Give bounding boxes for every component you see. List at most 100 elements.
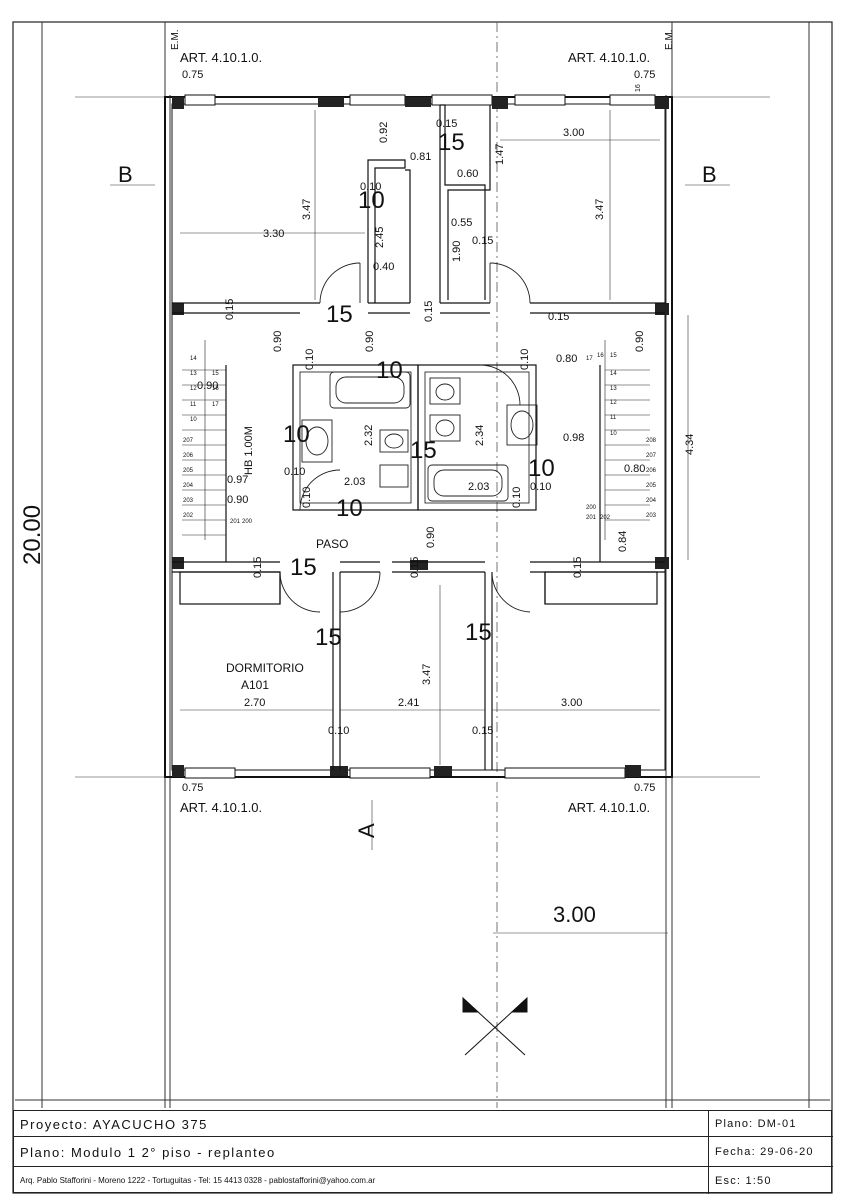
dim-010-b: 0.10 xyxy=(304,349,316,370)
stair-step-number: 12 xyxy=(190,386,197,392)
dim-232: 2.32 xyxy=(363,425,375,446)
dim-010-a: 0.10 xyxy=(360,181,381,193)
dim-010-f: 0.10 xyxy=(301,487,313,508)
dim-075-br: 0.75 xyxy=(634,782,655,794)
title-block: Proyecto: AYACUCHO 375 Plano: Modulo 1 2… xyxy=(13,1110,833,1194)
dim-060: 0.60 xyxy=(457,168,478,180)
dim-055: 0.55 xyxy=(451,217,472,229)
dim-090-d: 0.90 xyxy=(197,380,218,392)
rear-width-dim: 3.00 xyxy=(553,902,596,927)
small-16-label: 16 xyxy=(635,84,642,92)
wall-15-c: 15 xyxy=(410,437,437,464)
stair-step-number: 13 xyxy=(190,371,197,377)
art-label-bottom-left: ART. 4.10.1.0. xyxy=(180,800,262,815)
dim-015-b: 0.15 xyxy=(472,235,493,247)
dim-245: 2.45 xyxy=(374,227,386,248)
dim-241: 2.41 xyxy=(398,697,419,709)
stair-step-number: 17 xyxy=(212,402,219,408)
stair-step-number: 207 xyxy=(183,438,194,444)
dim-040: 0.40 xyxy=(373,261,394,273)
plan-number: Plano: DM-01 xyxy=(709,1111,833,1137)
dim-270: 2.70 xyxy=(244,697,265,709)
art-label-top-left: ART. 4.10.1.0. xyxy=(180,50,262,65)
dim-015-g: 0.15 xyxy=(409,557,421,578)
dim-075-tr: 0.75 xyxy=(634,69,655,81)
stair-step-number: 13 xyxy=(610,386,617,392)
stair-step-number: 207 xyxy=(646,453,657,459)
wall-15-top: 15 xyxy=(438,129,465,156)
stair-step-number: 15 xyxy=(610,353,617,359)
stair-step-number: 10 xyxy=(610,431,617,437)
stair-step-number: 205 xyxy=(183,468,194,474)
wall-10-b: 10 xyxy=(376,357,403,384)
dim-330: 3.30 xyxy=(263,228,284,240)
stair-step-number: 14 xyxy=(190,356,197,362)
dim-090-e: 0.90 xyxy=(227,494,248,506)
dim-010-c: 0.10 xyxy=(519,349,531,370)
dim-203-a: 2.03 xyxy=(344,476,365,488)
dim-090-b: 0.90 xyxy=(364,331,376,352)
dim-015-d: 0.15 xyxy=(423,301,435,322)
stair-step-number: 203 xyxy=(646,513,657,519)
dim-015-i: 0.15 xyxy=(472,725,493,737)
stair-step-number: 10 xyxy=(190,417,197,423)
dim-015-e: 0.15 xyxy=(548,311,569,323)
dim-347-left: 3.47 xyxy=(301,199,313,220)
wall-10-c: 10 xyxy=(283,421,310,448)
stair-step-number: 208 xyxy=(646,438,657,444)
stair-note: HB 1.00M xyxy=(243,426,255,475)
stair-step-number: 15 xyxy=(212,371,219,377)
stair-step-number: 205 xyxy=(646,483,657,489)
stair-step-number: 206 xyxy=(183,453,194,459)
em-label-left: E.M. xyxy=(170,29,181,50)
wall-10-a: 10 xyxy=(358,187,385,214)
dim-090-a: 0.90 xyxy=(272,331,284,352)
dim-010-d: 0.10 xyxy=(284,466,305,478)
wall-15-d: 15 xyxy=(290,554,317,581)
stair-step-number: 17 xyxy=(586,356,593,362)
wall-10-e: 10 xyxy=(336,495,363,522)
stair-step-number: 203 xyxy=(183,498,194,504)
dim-300-top: 3.00 xyxy=(563,127,584,139)
stair-step-number: 201 xyxy=(230,519,241,525)
author-info: Arq. Pablo Stafforini - Moreno 1222 - To… xyxy=(14,1167,709,1194)
paso-label: PASO xyxy=(316,537,348,551)
stair-step-number: 11 xyxy=(190,402,197,408)
dim-098: 0.98 xyxy=(563,432,584,444)
dim-234: 2.34 xyxy=(474,425,486,446)
stair-step-number: 200 xyxy=(242,519,253,525)
dim-075-bl: 0.75 xyxy=(182,782,203,794)
dim-090-c: 0.90 xyxy=(634,331,646,352)
room-name: DORMITORIO xyxy=(226,661,304,675)
stair-step-number: 16 xyxy=(212,386,219,392)
dim-015-h: 0.15 xyxy=(572,557,584,578)
dim-147: 1.47 xyxy=(494,144,506,165)
section-a: A xyxy=(354,823,379,838)
project-name: Proyecto: AYACUCHO 375 xyxy=(14,1111,709,1137)
stair-step-number: 12 xyxy=(610,400,617,406)
dim-010-g: 0.10 xyxy=(511,487,523,508)
stair-step-number: 14 xyxy=(610,371,617,377)
dim-203-b: 2.03 xyxy=(468,481,489,493)
plan-date: Fecha: 29-06-20 xyxy=(709,1137,833,1167)
stair-step-number: 200 xyxy=(586,505,597,511)
plan-description: Plano: Modulo 1 2° piso - replanteo xyxy=(14,1137,709,1167)
dim-092: 0.92 xyxy=(378,122,390,143)
dim-300-bottom: 3.00 xyxy=(561,697,582,709)
stair-step-number: 206 xyxy=(646,468,657,474)
dim-084: 0.84 xyxy=(617,531,629,552)
wall-10-d: 10 xyxy=(528,455,555,482)
stair-step-number: 204 xyxy=(646,498,657,504)
dim-015-c: 0.15 xyxy=(224,299,236,320)
dim-081: 0.81 xyxy=(410,151,431,163)
stair-step-number: 11 xyxy=(610,415,617,421)
stair-step-number: 201 xyxy=(586,515,597,521)
section-b-right: B xyxy=(702,162,717,187)
wall-15-e: 15 xyxy=(315,624,342,651)
section-b-left: B xyxy=(118,162,133,187)
art-label-top-right: ART. 4.10.1.0. xyxy=(568,50,650,65)
stair-step-number: 202 xyxy=(600,515,611,521)
stair-step-number: 16 xyxy=(597,353,604,359)
